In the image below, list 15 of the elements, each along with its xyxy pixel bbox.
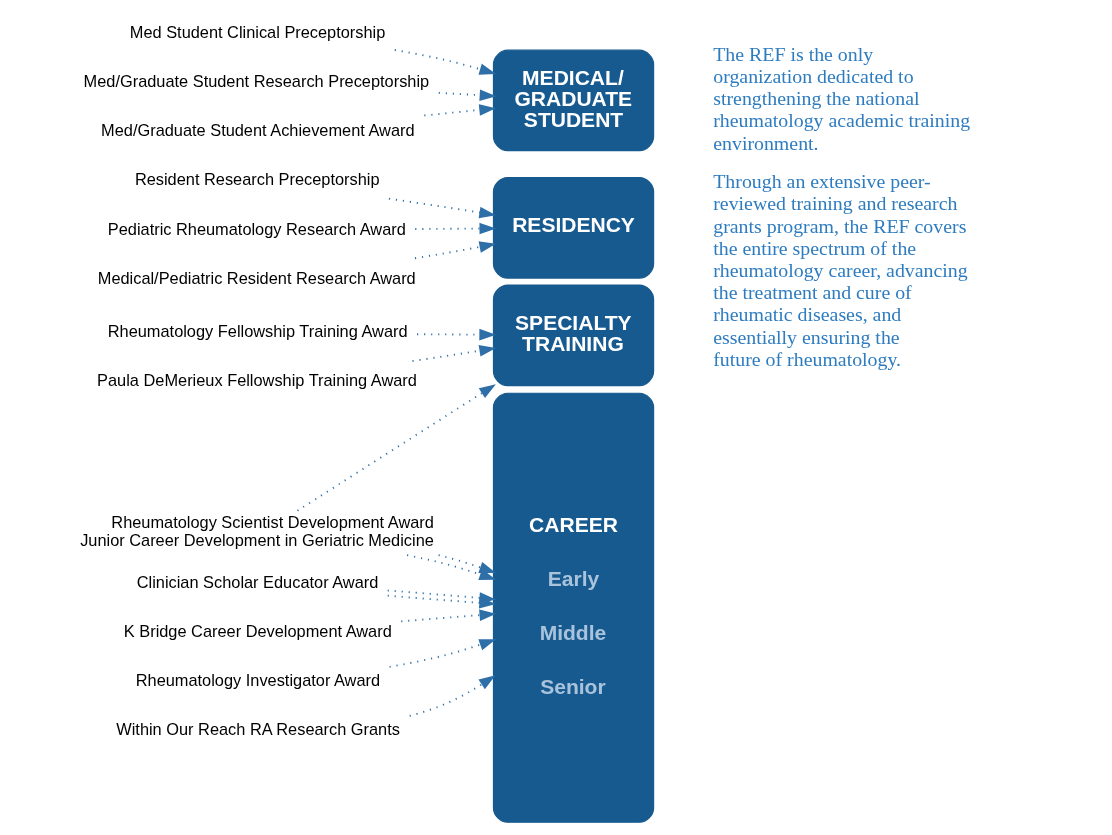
- node-text: Medical/Pediatric Resident Research Award: [97, 268, 416, 287]
- node-text: K Bridge Career Development Award: [123, 621, 392, 640]
- label: Through an extensive peer-reviewed training and research grants program, the REF covers the entire spectrum of the rheumatology career, advancing the treatment and cure of rheumatic diseases, and essentially ensuring the future of rheumatology.: [713, 170, 968, 370]
- node-text: Pediatric Rheumatology Research Award: [107, 219, 406, 238]
- node-text: Med/Graduate Student Achievement Award: [101, 121, 415, 140]
- node-text: Rheumatology Fellowship Training Award: [107, 322, 408, 341]
- node-text: Med/Graduate Student Research Preceptorship: [83, 72, 430, 91]
- node-text: Rheumatology Scientist Development Award Junior Career Development in Geriatric Medicine: [80, 513, 434, 550]
- label: The REF is the only organization dedicated to strengthening the national rheumatology academic training environment.: [713, 42, 971, 154]
- node-text: Resident Research Preceptorship: [134, 170, 380, 189]
- node-text: Clinician Scholar Educator Award: [136, 572, 379, 591]
- node-text: Rheumatology Investigator Award: [135, 670, 381, 689]
- node-text: Within Our Reach RA Research Grants: [116, 719, 400, 738]
- node-text: Med Student Clinical Preceptorship: [129, 23, 386, 42]
- node-text: Paula DeMerieux Fellowship Training Award: [97, 371, 417, 390]
